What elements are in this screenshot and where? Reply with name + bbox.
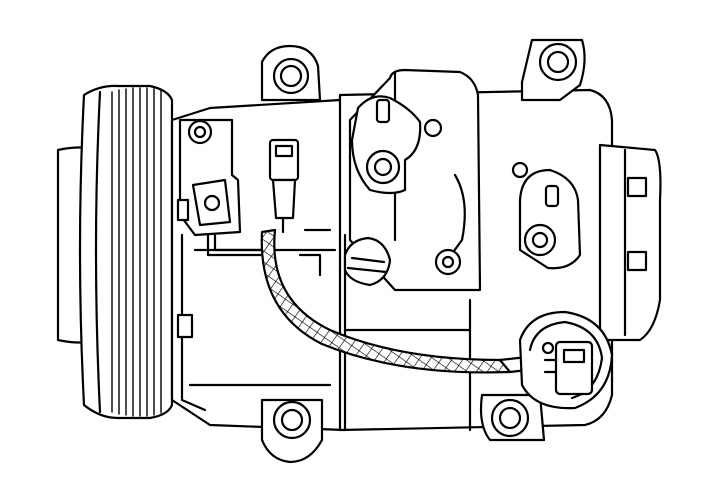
mount-ear-top-right [520,38,586,102]
rear-head [598,143,662,342]
service-valve-upper [350,95,443,195]
pressure-sensor [518,310,614,410]
control-valve-bracket [178,118,272,257]
valve-stem-right [544,184,560,208]
mount-ear-bottom-left [260,398,324,464]
mount-ear-top-left [260,44,322,102]
housing-details [176,198,332,339]
pulley [56,84,174,420]
mount-hole-top-left-inner [279,64,303,88]
mount-hole-top-right-inner [546,50,570,74]
discharge-fitting [343,236,462,287]
electrical-connector-top [268,138,300,234]
housing-tab-lower [176,313,194,339]
pulley-rim-left [94,90,102,414]
valve-stem-upper [375,98,391,124]
mount-hole-bottom-left-inner [280,408,304,432]
mount-hole-bottom-right-inner [498,406,522,430]
pulley-grooves [111,87,162,417]
service-valve-right [511,161,582,270]
mount-ear-bottom-right [479,393,546,442]
housing-tab-upper [176,198,190,222]
